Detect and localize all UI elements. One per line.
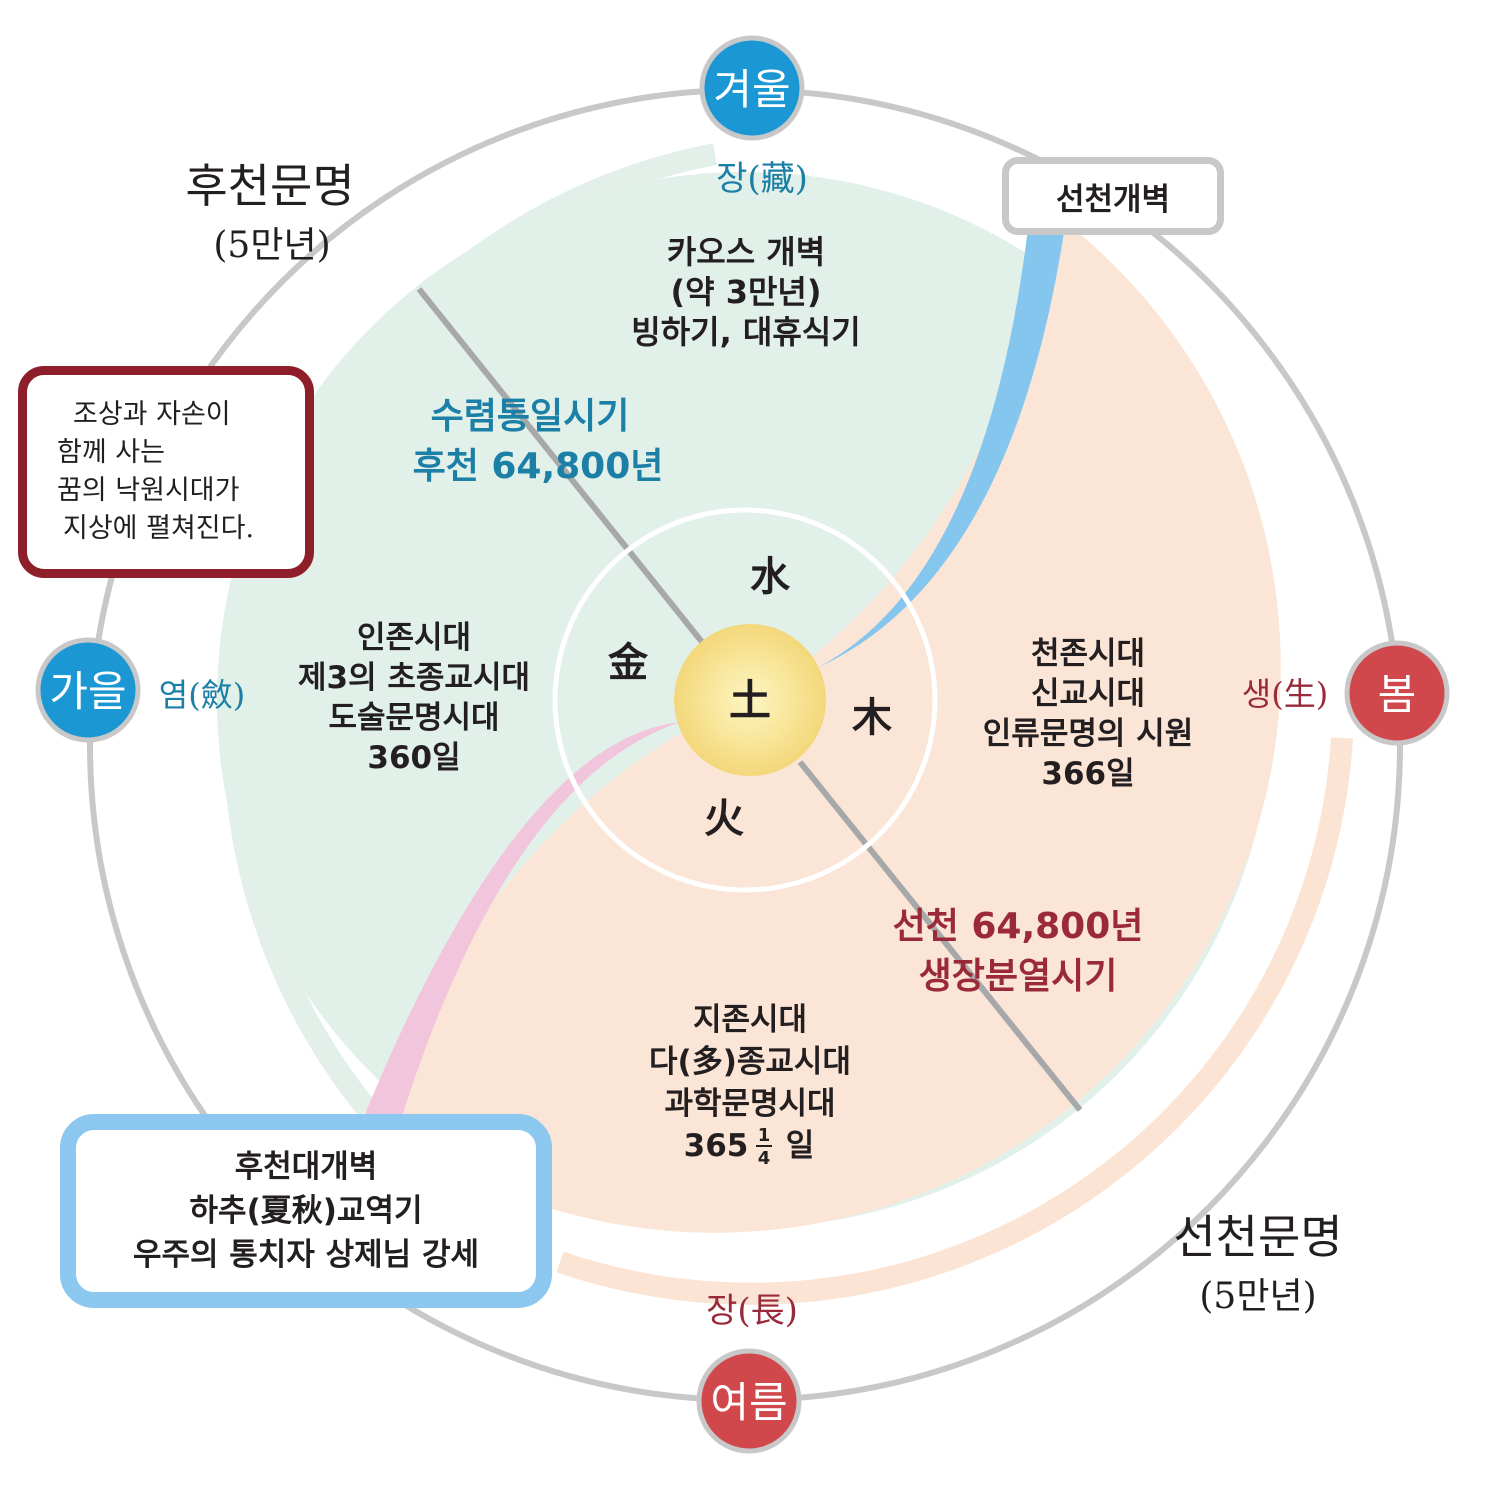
outer-ring-peach-arc [556,737,1353,1305]
element-water: 水 [750,553,791,600]
early-heaven-years: (5만년) [1199,1276,1316,1317]
season-autumn: 가을 [35,637,141,743]
heaven-era-line-1: 천존시대 [1031,636,1145,672]
later-heaven-title: 후천문명 [185,159,354,213]
earth-era-line-2: 다(多)종교시대 [649,1044,851,1080]
element-wood: 木 [852,694,892,741]
growth-line-1: 선천 64,800년 [893,906,1144,947]
element-earth: 土 [729,676,771,725]
human-era-line-2: 제3의 초종교시대 [298,660,530,696]
chaos-line-2: (약 3만년) [671,273,822,311]
earth-era: 지존시대 다(多)종교시대 과학문명시대 365 1 4 일 [649,1002,851,1169]
heaven-era-line-3: 인류문명의 시원 [983,716,1193,752]
paradise-line-1: 조상과 자손이 [73,399,231,430]
season-spring-label: 봄 [1378,670,1417,719]
phase-winter: 장(藏) [716,159,808,199]
early-heaven-title: 선천문명 [1173,1210,1342,1264]
great-opening-line-2: 하추(夏秋)교역기 [189,1193,423,1229]
inner-ring [552,507,938,893]
paradise-line-3: 꿈의 낙원시대가 [57,475,240,506]
divider-line-lower [797,760,1083,1112]
paradise-line-2: 함께 사는 [57,437,165,468]
earth-days-unit: 일 [786,1128,815,1164]
earth-days-number: 365 [684,1128,749,1164]
human-era-line-3: 도술문명시대 [328,700,499,736]
human-era-line-1: 인존시대 [357,620,471,656]
growth-line-2: 생장분열시기 [919,956,1118,997]
season-winter-label: 겨울 [713,65,790,114]
heaven-era: 천존시대 신교시대 인류문명의 시원 366일 [983,636,1193,792]
center-sun [674,624,826,776]
later-heaven-years: (5만년) [213,225,330,266]
heaven-era-line-4: 366일 [1041,756,1134,792]
earth-days-fraction-den: 4 [758,1148,771,1169]
peach-zone [365,221,1281,1233]
phase-autumn: 염(斂) [159,676,245,714]
season-summer: 여름 [696,1348,802,1454]
earth-days-fraction-num: 1 [758,1125,771,1146]
early-opening-band [817,228,1064,668]
phase-spring: 생(生) [1242,675,1328,713]
phase-summer: 장(長) [706,1291,798,1331]
season-winter: 겨울 [699,35,805,141]
convergence-period: 수렴통일시기 후천 64,800년 [413,396,664,487]
convergence-line-2: 후천 64,800년 [413,446,664,487]
growth-period: 선천 64,800년 생장분열시기 [893,906,1144,997]
chaos-line-1: 카오스 개벽 [667,233,825,271]
great-opening-line-1: 후천대개벽 [234,1149,378,1185]
human-era: 인존시대 제3의 초종교시대 도술문명시대 360일 [298,620,530,776]
divider-line-upper [416,287,705,644]
earth-era-line-1: 지존시대 [693,1002,807,1038]
human-era-line-4: 360일 [367,740,460,776]
season-spring: 봄 [1344,640,1450,746]
element-metal: 金 [607,639,649,686]
heaven-era-line-2: 신교시대 [1031,676,1145,712]
chaos-line-3: 빙하기, 대휴식기 [631,313,860,351]
early-opening-box: 선천개벽 [1002,157,1224,235]
early-opening-label: 선천개벽 [1055,181,1171,218]
element-fire: 火 [704,795,744,842]
great-opening-box: 후천대개벽 하추(夏秋)교역기 우주의 통치자 상제님 강세 [60,1114,552,1308]
convergence-line-1: 수렴통일시기 [431,396,630,437]
paradise-line-4: 지상에 펼쳐진다. [63,513,255,544]
earth-era-line-3: 과학문명시대 [664,1086,835,1122]
season-autumn-label: 가을 [49,667,126,716]
great-opening-line-3: 우주의 통치자 상제님 강세 [132,1237,480,1273]
chaos-period: 카오스 개벽 (약 3만년) 빙하기, 대휴식기 [631,233,860,351]
great-opening-band [365,722,680,1116]
season-summer-label: 여름 [710,1378,787,1427]
paradise-box: 조상과 자손이 함께 사는 꿈의 낙원시대가 지상에 펼쳐진다. [18,366,314,578]
